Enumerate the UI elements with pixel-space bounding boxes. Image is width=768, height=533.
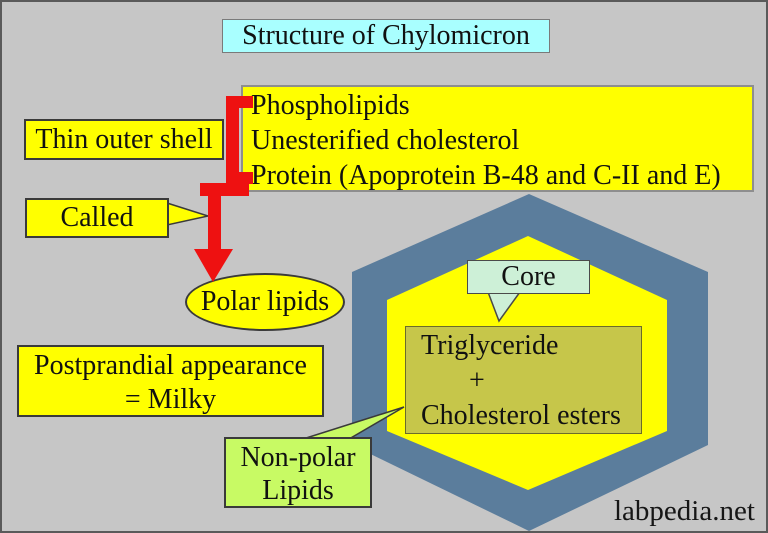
- postprandial-line2: = Milky: [124, 384, 217, 415]
- core-label: Core: [501, 261, 556, 292]
- called-label: Called: [60, 202, 134, 233]
- watermark-text: labpedia.net: [614, 495, 755, 527]
- non-polar-line1: Non-polar: [240, 442, 356, 473]
- non-polar-line2: Lipids: [262, 475, 334, 506]
- polar-lipids-ellipse: Polar lipids: [185, 273, 345, 331]
- core-content-triglyceride: Triglyceride: [421, 330, 559, 361]
- postprandial-line1: Postprandial appearance: [34, 350, 307, 381]
- core-callout-box: Core: [467, 260, 590, 294]
- core-content-plus: +: [469, 365, 485, 396]
- called-callout-box: Called: [25, 198, 169, 238]
- polar-lipids-label: Polar lipids: [200, 286, 330, 317]
- component-protein: Protein (Apoprotein B-48 and C-II and E): [251, 160, 721, 191]
- title-text: Structure of Chylomicron: [242, 20, 530, 51]
- core-contents-box: Triglyceride + Cholesterol esters: [405, 326, 642, 434]
- membrane-components-box: Phospholipids Unesterified cholesterol P…: [241, 85, 754, 192]
- component-unesterified-cholesterol: Unesterified cholesterol: [251, 125, 520, 156]
- thin-outer-shell-box: Thin outer shell: [24, 119, 224, 160]
- thin-outer-shell-label: Thin outer shell: [35, 123, 213, 155]
- component-phospholipids: Phospholipids: [251, 90, 410, 121]
- postprandial-appearance-box: Postprandial appearance = Milky: [17, 345, 324, 417]
- title-box: Structure of Chylomicron: [222, 19, 550, 53]
- core-content-cholesterol-esters: Cholesterol esters: [421, 400, 621, 431]
- non-polar-lipids-box: Non-polar Lipids: [224, 437, 372, 508]
